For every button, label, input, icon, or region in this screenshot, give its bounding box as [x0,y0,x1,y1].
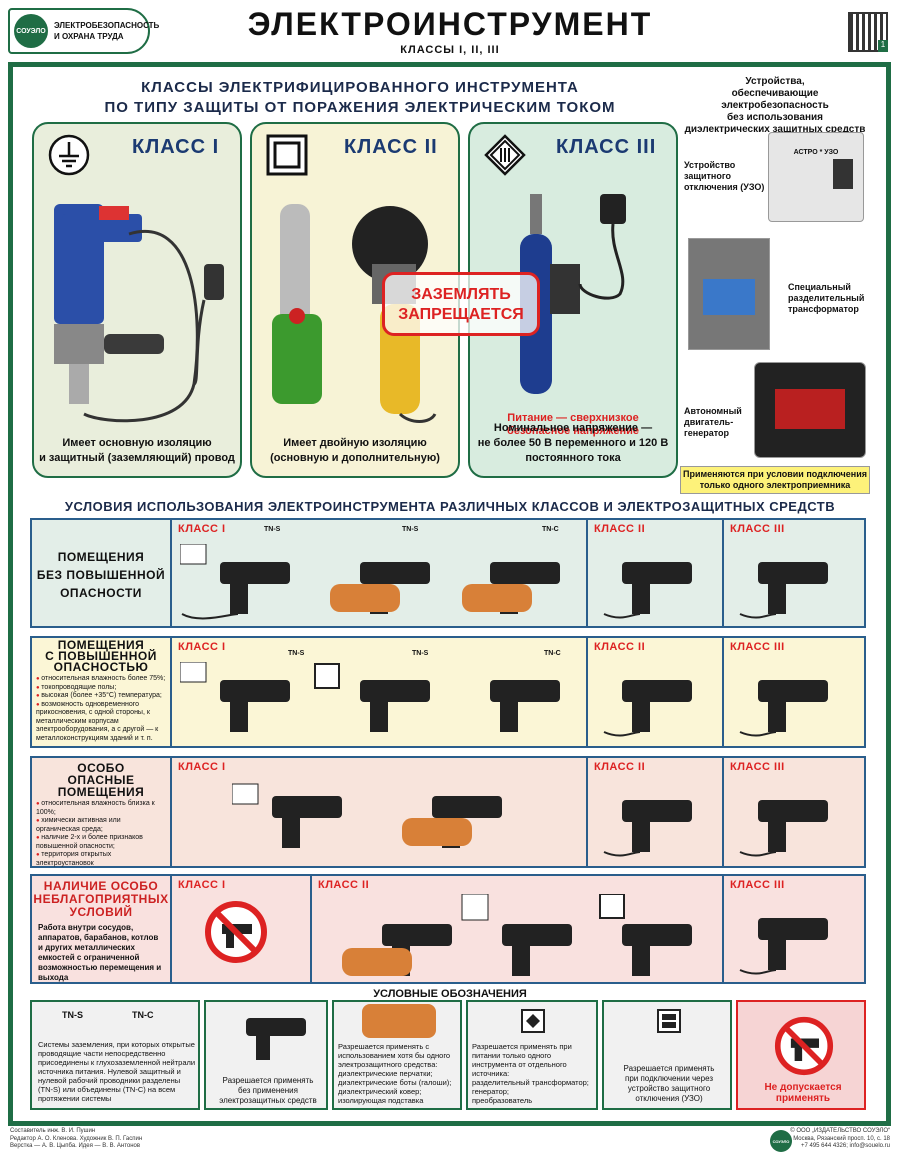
drill-illustration [54,204,224,423]
poster-frame [8,62,891,1126]
classes-heading: КЛАССЫ ЭЛЕКТРИФИЦИРОВАННОГО ИНСТРУМЕНТА … [80,78,640,118]
row4-class2-cell: КЛАСС II [312,876,724,982]
prohibited-icon [774,1016,834,1076]
row3-class3-cell: КЛАСС III [724,758,864,866]
class-2-name: КЛАСС II [344,136,438,158]
class-2-caption: Имеет двойную изоляцию(основную и дополн… [270,437,440,464]
page-subtitle: КЛАССЫ I, II, III [400,44,500,56]
drill-icons [180,544,560,620]
conditions-heading: УСЛОВИЯ ИСПОЛЬЗОВАНИЯ ЭЛЕКТРОИНСТРУМЕНТА… [64,499,836,514]
drill-icon [246,1018,306,1060]
classes-heading-line-2: ПО ТИПУ ЗАЩИТЫ ОТ ПОРАЖЕНИЯ ЭЛЕКТРИЧЕСКИ… [104,99,616,116]
row3-class2-cell: КЛАСС II [588,758,724,866]
badge-line-1: ЭЛЕКТРОБЕЗОПАСНОСТЬ [54,21,160,30]
row4-class1-cell: КЛАСС I [172,876,312,982]
drill-icon [739,680,828,737]
class-3-caption: Номинальное напряжение —не более 50 В пе… [477,422,669,464]
double-insulation-icon [266,134,308,176]
legend-heading: УСЛОВНЫЕ ОБОЗНАЧЕНИЯ [373,988,527,1000]
header-badge: СОУЭЛО ЭЛЕКТРОБЕЗОПАСНОСТЬ И ОХРАНА ТРУДА [8,8,160,54]
drill-icon [739,800,828,857]
uzo-device: АСТРО * УЗО [768,132,864,222]
drill-icons [232,783,502,848]
drill-icon [603,800,692,857]
row1-class3-cell: КЛАСС III [724,520,864,626]
publisher-info: © ООО „ИЗДАТЕЛЬСТВО СОУЭЛО“Москва, Рязан… [790,1128,890,1149]
drill-icons [342,894,692,976]
generator-device [754,362,866,458]
row4-class3-cell: КЛАСС III [724,876,864,982]
drill-icons [180,662,560,732]
row2-class3-cell: КЛАСС III [724,638,864,746]
drill-icon [603,680,692,737]
row3-class1-cell: КЛАСС I [172,758,588,866]
unfavourable-desc: Работа внутри сосудов, аппаратов, бараба… [38,923,162,982]
class-3-name: КЛАСС III [556,136,657,158]
separation-icon [521,1009,545,1033]
sheet-number: 1 [878,40,888,52]
drill-icon [739,562,828,619]
devices-heading: Устройства,обеспечивающие электробезопас… [684,76,866,135]
transformer-device [688,238,770,350]
publisher-logo: СОУЭЛО [14,14,48,48]
legend-protective-means: Разрешается применять с использованием х… [332,1000,462,1110]
class-1-name: КЛАСС I [132,136,220,158]
qr-code-icon[interactable] [848,12,888,52]
drill-icon [739,918,828,975]
safety-extra-low-voltage-icon [484,134,526,176]
especially-dangerous-list: относительная влажность близка к 100%;хи… [32,798,170,870]
uzo-icon [657,1009,681,1033]
danger-criteria-list: относительная влажность более 75%;токопр… [32,673,170,745]
legend-separate-source: Разрешается применять при питании только… [466,1000,598,1110]
drill-icon [603,562,692,619]
publisher-logo: СОУЭЛО [770,1130,792,1152]
hand-icon [362,1004,436,1038]
earth-ground-icon [48,134,90,176]
classes-heading-line-1: КЛАССЫ ЭЛЕКТРИФИЦИРОВАННОГО ИНСТРУМЕНТА [141,79,579,96]
prohibited-icon [205,901,267,963]
page-title: ЭЛЕКТРОИНСТРУМЕНТ [247,6,653,42]
row2-class2-cell: КЛАСС II [588,638,724,746]
badge-line-2: И ОХРАНА ТРУДА [54,32,124,41]
row1-class2-cell: КЛАСС II [588,520,724,626]
